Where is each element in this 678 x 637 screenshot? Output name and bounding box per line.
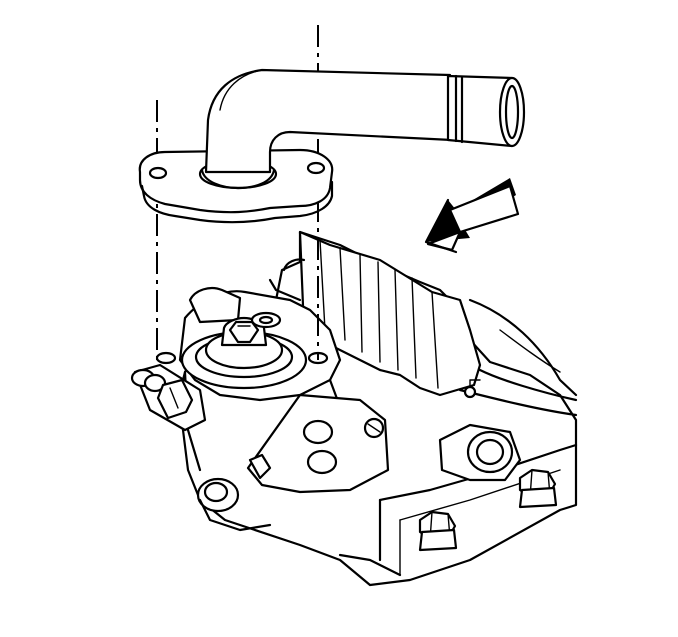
heater-port (438, 423, 522, 482)
lower-boss (196, 477, 272, 532)
engine-block (176, 230, 578, 587)
stud-small (463, 385, 477, 399)
direction-arrow (424, 178, 520, 254)
bracket-hole-top (302, 419, 334, 445)
flange-bolt-hole-right (306, 161, 326, 175)
bolt-center (418, 510, 458, 552)
bypass-fitting (130, 363, 207, 432)
flange-bolt-hole-left (148, 166, 168, 180)
stud-hole-left (155, 351, 177, 365)
coolant-outlet-pipe (198, 68, 526, 190)
bolt-right (518, 468, 558, 509)
thermostat (204, 311, 284, 370)
sensor-port (250, 311, 282, 329)
bracket-hole-bottom (306, 449, 338, 475)
pipe-hose-end (498, 76, 526, 148)
front-bracket (246, 393, 390, 494)
